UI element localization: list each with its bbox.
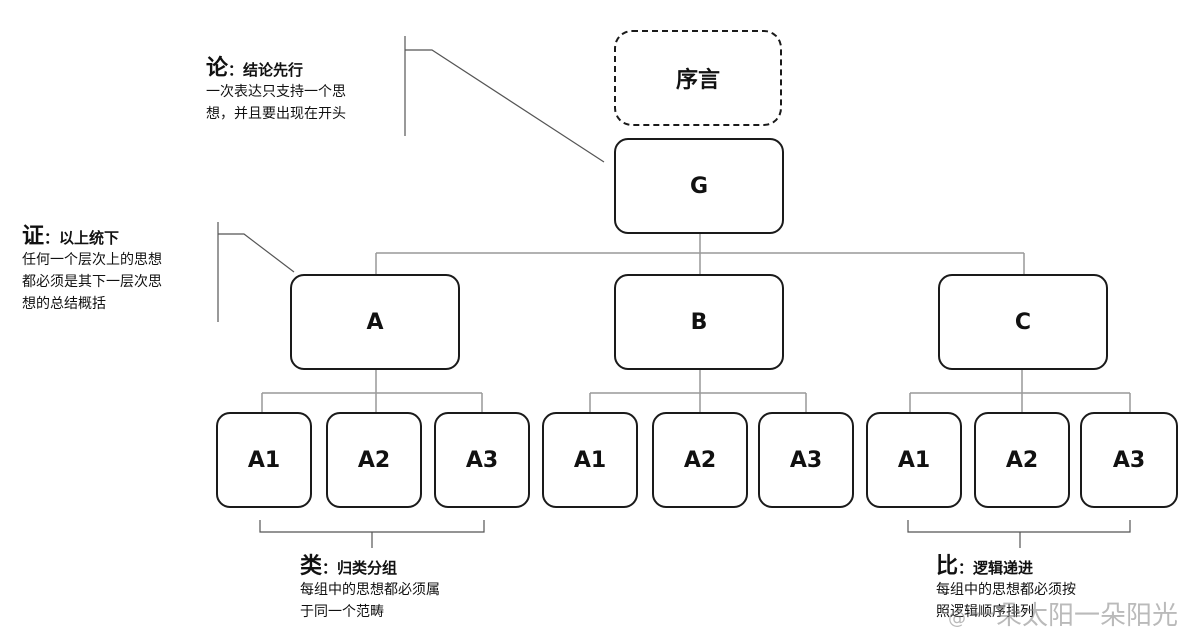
leaf-node: A1 (216, 412, 312, 508)
watermark: @一朵太阳一朵阳光 (948, 595, 1178, 632)
preface-box: 序言 (614, 30, 782, 126)
annotation-heading: 比：逻辑递进 (936, 556, 1076, 579)
node-label: A3 (465, 447, 499, 473)
annotation-title: ：以上统下 (44, 229, 120, 247)
mid-node-b: B (614, 274, 784, 370)
bracket (259, 520, 485, 533)
annotation-bi: 比：逻辑递进 每组中的思想都必须按 照逻辑顺序排列 (936, 556, 1076, 623)
node-label: A2 (357, 447, 391, 473)
leaf-node: A2 (974, 412, 1070, 508)
annotation-lun: 论：结论先行 一次表达只支持一个思 想，并且要出现在开头 (206, 58, 346, 125)
leaf-node: A3 (434, 412, 530, 508)
annotation-lei: 类：归类分组 每组中的思想都必须属 于同一个范畴 (300, 556, 440, 623)
watermark-text: 一朵太阳一朵阳光 (969, 601, 1178, 631)
node-label: B (690, 309, 708, 335)
mid-node-c: C (938, 274, 1108, 370)
annotation-body: 每组中的思想都必须按 照逻辑顺序排列 (936, 582, 1076, 620)
leaf-node: A1 (866, 412, 962, 508)
node-label: A2 (683, 447, 717, 473)
annotation-char: 类 (300, 554, 323, 579)
node-label: A3 (1112, 447, 1146, 473)
node-label: A3 (789, 447, 823, 473)
callout-line (218, 233, 295, 273)
annotation-heading: 证：以上统下 (22, 226, 162, 249)
callout-line (405, 49, 605, 163)
top-node-g: G (614, 138, 784, 234)
preface-label: 序言 (675, 68, 720, 93)
node-label: A1 (573, 447, 607, 473)
annotation-title: ：结论先行 (228, 61, 304, 79)
leaf-node: A1 (542, 412, 638, 508)
annotation-char: 比 (936, 554, 959, 579)
node-label: A (366, 309, 384, 335)
annotation-body: 每组中的思想都必须属 于同一个范畴 (300, 582, 440, 620)
watermark-logo-icon: @ (947, 608, 966, 629)
leaf-node: A3 (1080, 412, 1178, 508)
node-label: A2 (1005, 447, 1039, 473)
annotation-title: ：逻辑递进 (958, 559, 1034, 577)
annotation-zheng: 证：以上统下 任何一个层次上的思想 都必须是其下一层次思 想的总结概括 (22, 226, 162, 315)
annotation-char: 论 (206, 56, 229, 81)
leaf-node: A2 (652, 412, 748, 508)
leaf-node: A2 (326, 412, 422, 508)
annotation-title: ：归类分组 (322, 559, 398, 577)
node-label: A1 (897, 447, 931, 473)
annotation-char: 证 (22, 224, 45, 249)
bracket (907, 520, 1131, 533)
node-label: C (1014, 309, 1032, 335)
node-label: G (689, 173, 709, 199)
leaf-node: A3 (758, 412, 854, 508)
annotation-heading: 论：结论先行 (206, 58, 346, 81)
mid-node-a: A (290, 274, 460, 370)
annotation-body: 一次表达只支持一个思 想，并且要出现在开头 (206, 84, 346, 122)
node-label: A1 (247, 447, 281, 473)
annotation-body: 任何一个层次上的思想 都必须是其下一层次思 想的总结概括 (22, 252, 162, 312)
annotation-heading: 类：归类分组 (300, 556, 440, 579)
